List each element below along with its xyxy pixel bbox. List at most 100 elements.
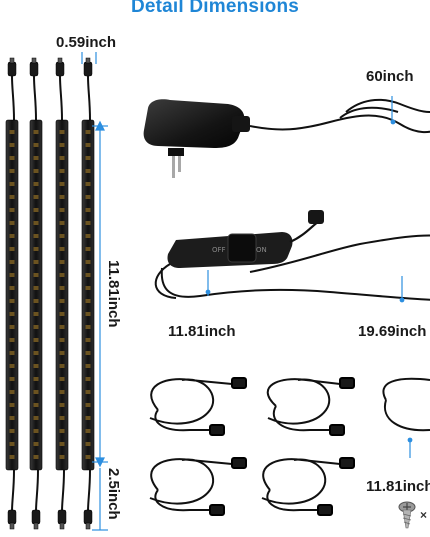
led-chip <box>9 221 15 225</box>
led-chip <box>85 195 91 199</box>
led-chip <box>59 377 65 381</box>
extension-dimension-dot <box>407 437 413 443</box>
led-strip-4 <box>81 119 95 471</box>
led-chip <box>59 234 65 238</box>
led-chip <box>59 403 65 407</box>
led-chip <box>9 312 15 316</box>
led-chip <box>59 312 65 316</box>
led-chip <box>85 260 91 264</box>
strip-length-label: 11.81inch <box>105 260 122 328</box>
led-chip <box>33 390 39 394</box>
led-chip <box>9 429 15 433</box>
led-chip <box>9 299 15 303</box>
led-chip <box>9 351 15 355</box>
led-chip <box>33 130 39 134</box>
svg-text:ON: ON <box>256 246 267 254</box>
strip-tail-label: 2.5inch <box>105 468 122 520</box>
led-chip <box>33 299 39 303</box>
led-chip <box>33 442 39 446</box>
led-chip <box>85 234 91 238</box>
led-chip <box>33 195 39 199</box>
led-chip <box>85 182 91 186</box>
led-chip <box>85 156 91 160</box>
led-chip <box>9 273 15 277</box>
led-strips <box>5 119 95 471</box>
led-chip <box>33 429 39 433</box>
led-chip <box>85 455 91 459</box>
led-chip <box>59 364 65 368</box>
extension-cable-label: 11.81inch <box>366 478 430 495</box>
led-chip <box>85 442 91 446</box>
led-chip <box>33 351 39 355</box>
led-chip <box>9 442 15 446</box>
led-chip <box>33 325 39 329</box>
led-chip <box>59 351 65 355</box>
led-chip <box>85 130 91 134</box>
led-chip <box>85 429 91 433</box>
led-chip <box>9 234 15 238</box>
dimension-lines <box>81 52 108 531</box>
led-chip <box>33 260 39 264</box>
led-chip <box>33 143 39 147</box>
led-chip <box>9 325 15 329</box>
led-chip <box>59 429 65 433</box>
svg-text:OFF: OFF <box>212 246 226 254</box>
led-chip <box>33 208 39 212</box>
led-chip <box>85 312 91 316</box>
led-chip <box>59 286 65 290</box>
led-chip <box>33 221 39 225</box>
led-chip <box>85 364 91 368</box>
led-chip <box>59 221 65 225</box>
led-chip <box>33 338 39 342</box>
led-chip <box>59 247 65 251</box>
led-chip <box>9 169 15 173</box>
led-chip <box>9 455 15 459</box>
led-chip <box>59 299 65 303</box>
led-chip <box>9 208 15 212</box>
led-chip <box>85 338 91 342</box>
strip-bottom-connectors <box>7 469 93 530</box>
led-chip <box>59 182 65 186</box>
led-chip <box>85 169 91 173</box>
led-chip <box>59 143 65 147</box>
extension-cable-icon <box>149 377 430 516</box>
led-chip <box>59 416 65 420</box>
page-title: Detail Dimensions <box>130 0 300 17</box>
led-chip <box>33 364 39 368</box>
led-chip <box>59 442 65 446</box>
led-chip <box>9 247 15 251</box>
led-chip <box>33 247 39 251</box>
led-strip-3 <box>55 119 69 471</box>
power-adapter-icon <box>143 96 430 178</box>
led-chip <box>9 143 15 147</box>
led-chip <box>33 156 39 160</box>
led-chip <box>85 299 91 303</box>
led-chip <box>9 338 15 342</box>
led-chip <box>85 221 91 225</box>
led-chip <box>85 273 91 277</box>
led-chip <box>9 390 15 394</box>
led-chip <box>33 403 39 407</box>
led-chip <box>9 130 15 134</box>
led-chip <box>59 130 65 134</box>
led-chip <box>59 390 65 394</box>
led-chip <box>9 416 15 420</box>
led-chip <box>33 234 39 238</box>
led-chip <box>33 286 39 290</box>
led-chip <box>59 156 65 160</box>
led-chip <box>85 416 91 420</box>
led-chip <box>85 143 91 147</box>
led-chip <box>85 390 91 394</box>
led-chip <box>9 377 15 381</box>
led-chip <box>59 195 65 199</box>
led-chip <box>9 156 15 160</box>
led-chip <box>59 338 65 342</box>
adapter-cable-label: 60inch <box>366 68 414 85</box>
led-chip <box>33 416 39 420</box>
led-strip-1 <box>5 119 19 471</box>
led-chip <box>59 169 65 173</box>
led-chip <box>85 403 91 407</box>
led-chip <box>9 195 15 199</box>
led-chip <box>59 455 65 459</box>
switch-cable-right-label: 19.69inch <box>358 323 427 340</box>
